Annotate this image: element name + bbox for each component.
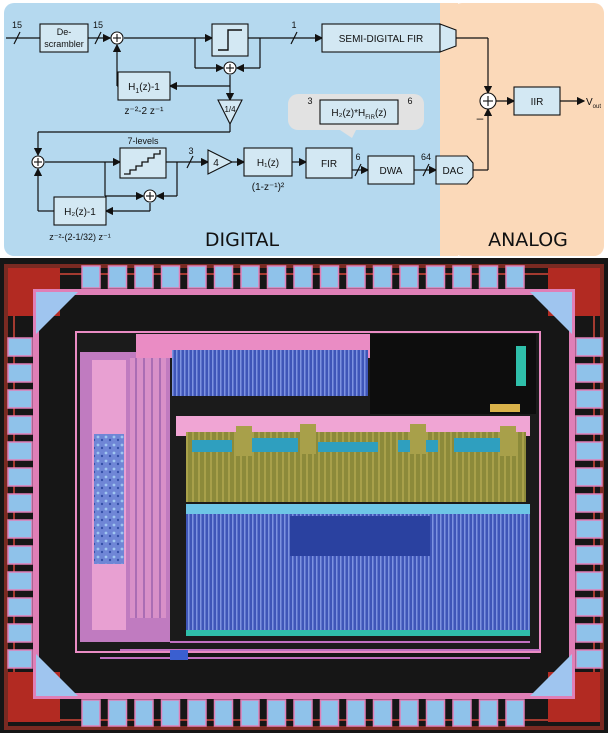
top-logic-block: [172, 350, 368, 396]
bond-pad: [576, 390, 602, 408]
bus-width-dwa-out: 64: [421, 152, 431, 162]
bond-pad: [427, 700, 445, 726]
bond-pad: [506, 266, 524, 288]
bond-pad: [576, 338, 602, 356]
descrambler-label-2: scrambler: [44, 39, 84, 49]
bond-pad: [294, 700, 312, 726]
bond-pad: [241, 700, 259, 726]
gain-4-label: 4: [213, 158, 219, 169]
quantizer-1-block: [212, 24, 248, 56]
h1-poly-label: z⁻²-2 z⁻¹: [125, 106, 165, 117]
bus-width-in: 15: [12, 20, 22, 30]
bond-pad: [82, 700, 100, 726]
bond-pad: [8, 494, 32, 512]
bond-pad: [215, 266, 233, 288]
block-diagram: DIGITAL ANALOG: [0, 0, 608, 258]
bond-pad: [321, 700, 339, 726]
bus-width-descrambled: 15: [93, 20, 103, 30]
bond-pad: [8, 468, 32, 486]
analog-region: [452, 3, 604, 256]
bus-width-fir-out: 6: [355, 152, 360, 162]
bond-pad: [374, 266, 392, 288]
pads-bottom: [82, 700, 524, 726]
h1z-poly-label: (1-z⁻¹)²: [252, 182, 285, 193]
bond-pad: [188, 700, 206, 726]
bond-pad: [8, 520, 32, 538]
seven-levels-label: 7-levels: [127, 136, 159, 146]
bond-pad: [321, 266, 339, 288]
bond-pad: [576, 520, 602, 538]
bond-pad: [109, 700, 127, 726]
bond-pad: [400, 700, 418, 726]
bond-pad: [188, 266, 206, 288]
bond-pad: [576, 364, 602, 382]
bond-pad: [576, 468, 602, 486]
bond-pad: [400, 266, 418, 288]
bus-width-quantizer: 1: [291, 20, 296, 30]
bond-pad: [268, 700, 286, 726]
h2-minus-1-label: H₂(z)-1: [64, 207, 96, 218]
dac-label: DAC: [442, 166, 463, 177]
bond-pad: [8, 338, 32, 356]
chip-layout-micrograph: [0, 258, 608, 733]
bond-pad: [8, 364, 32, 382]
bond-pad: [8, 650, 32, 668]
bond-pad: [347, 266, 365, 288]
h1z-label: H₁(z): [257, 158, 279, 169]
bond-pad: [576, 572, 602, 590]
bond-pad: [480, 700, 498, 726]
bond-pad: [268, 266, 286, 288]
bus-width-mod-out: 3: [188, 146, 193, 156]
bond-pad: [294, 266, 312, 288]
bond-pad: [8, 546, 32, 564]
semidigital-fir-label: SEMI-DIGITAL FIR: [339, 34, 423, 45]
bond-pad: [162, 700, 180, 726]
bond-pad: [135, 700, 153, 726]
digital-label: DIGITAL: [205, 229, 280, 251]
pads-top: [82, 266, 524, 288]
bond-pad: [215, 700, 233, 726]
minus-sign: –: [477, 111, 484, 125]
bond-pad: [453, 266, 471, 288]
bond-pad: [576, 546, 602, 564]
bus-width-combo-out: 6: [407, 96, 412, 106]
bond-pad: [480, 266, 498, 288]
bond-pad: [8, 572, 32, 590]
bond-pad: [576, 650, 602, 668]
bond-pad: [576, 494, 602, 512]
bond-pad: [162, 266, 180, 288]
bus-width-combo-in: 3: [307, 96, 312, 106]
iir-label: IIR: [531, 97, 544, 108]
descrambler-label-1: De-: [57, 27, 72, 37]
fir-label: FIR: [321, 159, 337, 170]
bond-pad: [241, 266, 259, 288]
bond-pad: [8, 390, 32, 408]
bond-pad: [8, 442, 32, 460]
bond-pad: [8, 416, 32, 434]
bond-pad: [576, 598, 602, 616]
bond-pad: [506, 700, 524, 726]
bond-pad: [135, 266, 153, 288]
h2-poly-label: z⁻²-(2-1/32) z⁻¹: [49, 232, 111, 242]
bond-pad: [374, 700, 392, 726]
bond-pad: [427, 266, 445, 288]
analog-label: ANALOG: [488, 229, 568, 251]
memory-array: [94, 434, 124, 564]
bond-pad: [576, 624, 602, 642]
bond-pad: [82, 266, 100, 288]
dwa-label: DWA: [380, 166, 403, 177]
bond-pad: [576, 416, 602, 434]
bond-pad: [8, 624, 32, 642]
bond-pad: [347, 700, 365, 726]
bond-pad: [109, 266, 127, 288]
quarter-label: 1/4: [224, 105, 236, 114]
bond-pad: [8, 598, 32, 616]
bond-pad: [576, 442, 602, 460]
bond-pad: [453, 700, 471, 726]
